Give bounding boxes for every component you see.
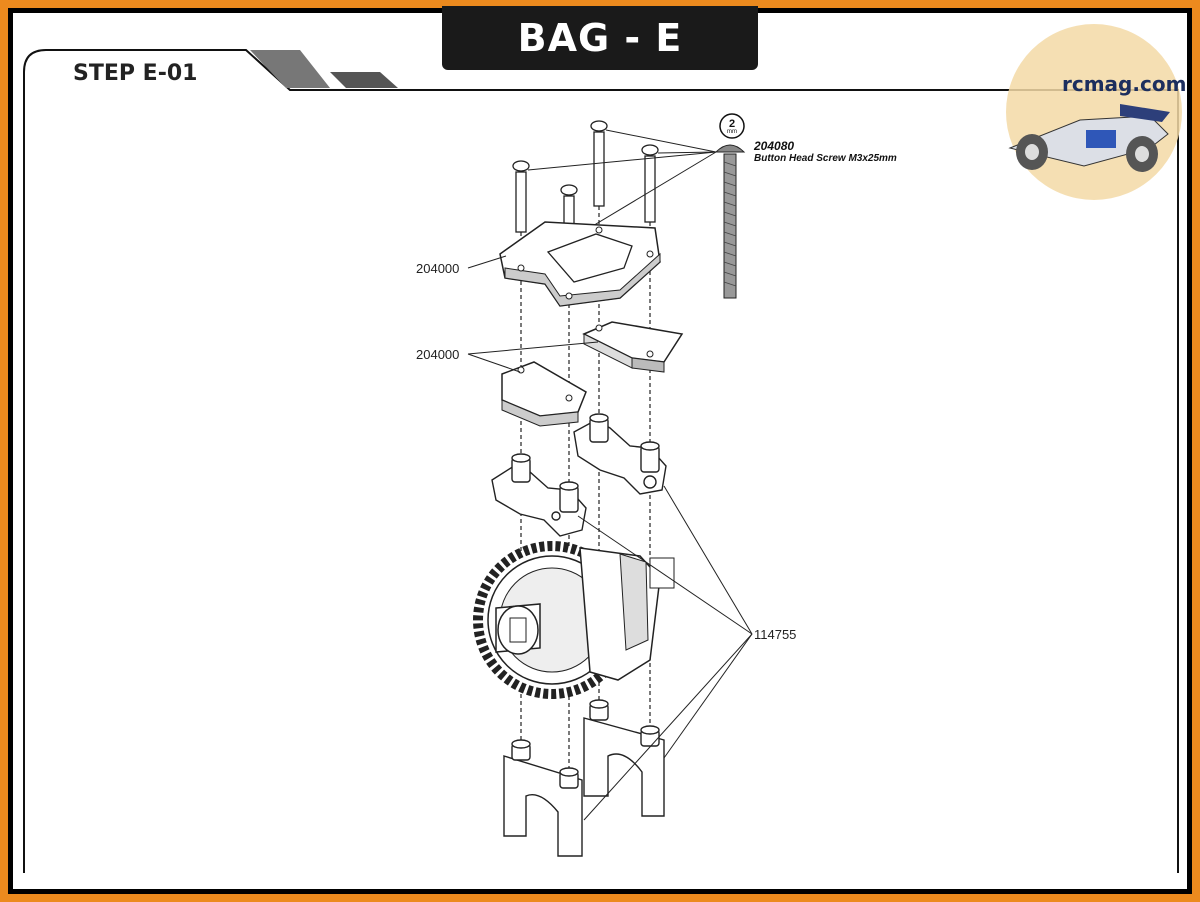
wrench-size-badge — [719, 113, 745, 139]
lower-diff-mounts-icon — [503, 699, 665, 857]
rcmag-logo-icon — [1006, 24, 1182, 200]
step-title: STEP E-01 — [73, 61, 198, 86]
bag-title: BAG - E — [517, 16, 683, 60]
rcmag-logo-text: rcmag.com — [1062, 72, 1187, 96]
top-plate-part-number: 204000 — [416, 261, 460, 276]
reference-screw-icon — [714, 144, 746, 299]
bag-header-tab: BAG - E — [442, 6, 758, 70]
differential-spur-gear-icon — [473, 541, 675, 699]
screw-part-number: 204080 — [754, 139, 795, 153]
top-plate-icon — [499, 221, 661, 307]
diff-mount-part-number: 114755 — [754, 627, 797, 642]
step-header-rule — [23, 49, 1179, 873]
upper-diff-mounts-icon — [491, 413, 667, 537]
mid-plate-part-number: 204000 — [416, 347, 460, 362]
wrench-unit: mm — [727, 129, 737, 135]
screw-description: Button Head Screw M3x25mm — [754, 153, 897, 164]
screw-leader-lines — [527, 129, 717, 237]
part-leader-lines — [467, 255, 753, 821]
wrench-size: 2 — [728, 118, 736, 130]
middle-plates-icon — [501, 321, 684, 427]
